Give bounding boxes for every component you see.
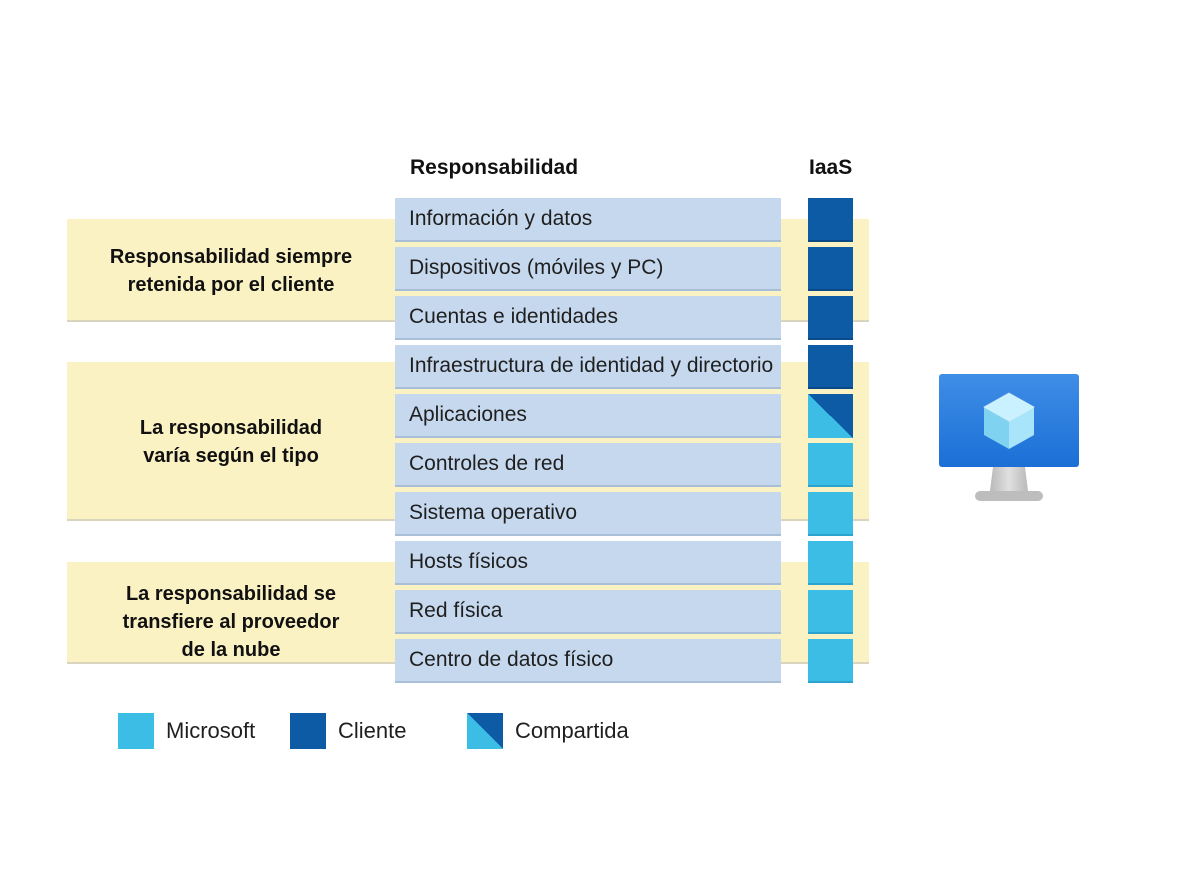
legend-swatch-compartida	[467, 713, 503, 749]
iaas-cell	[808, 492, 853, 536]
iaas-cell	[808, 296, 853, 340]
iaas-cell	[808, 541, 853, 585]
legend-item-microsoft: Microsoft	[118, 713, 255, 749]
iaas-cell	[808, 198, 853, 242]
iaas-cell	[808, 443, 853, 487]
legend-label: Compartida	[515, 718, 629, 743]
band-label-customer: Responsabilidad siempre retenida por el …	[109, 245, 353, 296]
responsibility-row: Información y datos	[395, 198, 781, 242]
responsibility-row: Hosts físicos	[395, 541, 781, 585]
legend-label: Cliente	[338, 718, 407, 743]
legend-item-compartida: Compartida	[467, 713, 629, 749]
responsibility-header: Responsabilidad	[410, 156, 579, 179]
responsibility-row: Infraestructura de identidad y directori…	[395, 345, 781, 389]
responsibility-row: Centro de datos físico	[395, 639, 781, 683]
responsibility-row: Controles de red	[395, 443, 781, 487]
iaas-cell	[808, 345, 853, 389]
responsibility-row: Sistema operativo	[395, 492, 781, 536]
iaas-cell	[808, 639, 853, 683]
azure-virtual-machine-monitor-icon	[939, 374, 1079, 501]
responsibility-row: Dispositivos (móviles y PC)	[395, 247, 781, 291]
responsibility-row: Aplicaciones	[395, 394, 781, 438]
legend-swatch-cliente	[290, 713, 326, 749]
iaas-cell	[808, 247, 853, 291]
iaas-cell	[808, 590, 853, 634]
iaas-cell	[808, 394, 853, 438]
iaas-header: IaaS	[809, 156, 853, 179]
legend-label: Microsoft	[166, 718, 256, 743]
band-label-provider: La responsabilidad se transfiere al prov…	[122, 583, 340, 661]
responsibility-row: Cuentas e identidades	[395, 296, 781, 340]
band-label-varies: La responsabilidad varía según el tipo	[139, 416, 323, 467]
legend-item-cliente: Cliente	[290, 713, 406, 749]
responsibility-row: Red física	[395, 590, 781, 634]
legend-swatch-microsoft	[118, 713, 154, 749]
